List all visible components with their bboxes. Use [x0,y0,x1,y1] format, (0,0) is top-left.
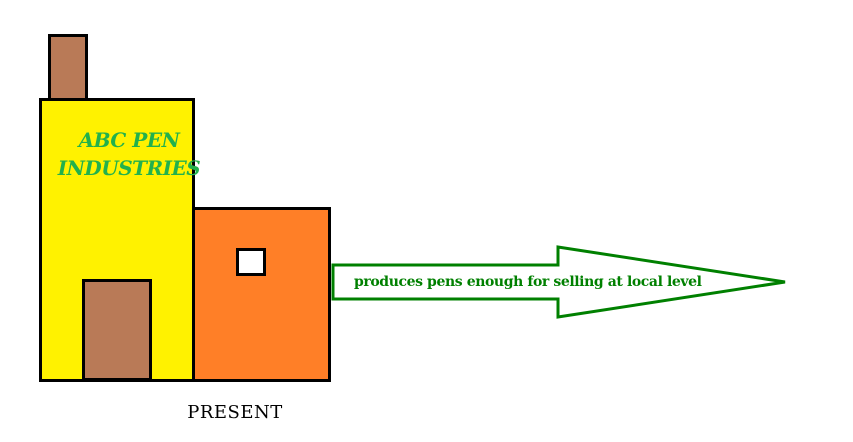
factory-annex-building [192,207,331,382]
present-caption: PRESENT [187,402,283,423]
company-name: ABC PEN INDUSTRIES [39,126,219,182]
production-arrow-label: produces pens enough for selling at loca… [354,274,702,290]
factory-door [82,279,152,381]
production-arrow-shape [331,245,786,319]
company-name-line-1: ABC PEN [78,128,180,152]
company-name-line-2: INDUSTRIES [57,156,201,180]
production-arrow [331,245,786,319]
factory-window [236,248,266,276]
factory-chimney [48,34,88,104]
